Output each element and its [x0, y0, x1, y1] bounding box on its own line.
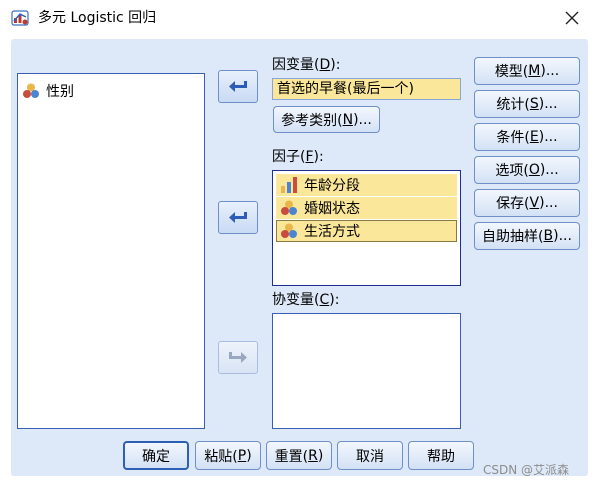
statistics-button[interactable]: 统计(S)... [474, 90, 580, 118]
list-item[interactable]: 婚姻状态 [276, 197, 457, 219]
list-item-label: 性别 [46, 84, 74, 100]
reset-button[interactable]: 重置(R) [266, 441, 332, 470]
window-title: 多元 Logistic 回归 [38, 10, 157, 26]
criteria-button[interactable]: 条件(E)... [474, 123, 580, 151]
paste-button[interactable]: 粘贴(P) [195, 441, 261, 470]
covariate-label: 协变量(C): [272, 292, 340, 308]
watermark: CSDN @艾派森 [483, 463, 570, 477]
cancel-button[interactable]: 取消 [337, 441, 403, 470]
ok-button[interactable]: 确定 [123, 441, 189, 470]
options-button[interactable]: 选项(O)... [474, 156, 580, 184]
nominal-variable-icon [23, 83, 39, 98]
dependent-label: 因变量(D): [272, 57, 341, 73]
title-bar: 多元 Logistic 回归 [0, 0, 599, 36]
list-item-label: 生活方式 [304, 224, 360, 240]
model-button[interactable]: 模型(M)... [474, 57, 580, 85]
help-button[interactable]: 帮助 [408, 441, 474, 470]
reference-category-button[interactable]: 参考类别(N)... [273, 106, 380, 133]
factor-list[interactable]: 年龄分段 婚姻状态 生活方式 [272, 170, 461, 286]
list-item[interactable]: 生活方式 [276, 220, 457, 242]
dependent-variable-field[interactable]: 首选的早餐(最后一个) [272, 78, 461, 100]
move-factor-button[interactable] [218, 201, 258, 234]
covariate-list[interactable] [272, 313, 461, 429]
list-item-label: 年龄分段 [304, 178, 360, 194]
nominal-variable-icon [281, 223, 297, 238]
factor-label: 因子(F): [272, 149, 324, 165]
arrow-left-icon [229, 211, 247, 223]
nominal-variable-icon [281, 200, 297, 215]
arrow-left-icon [229, 80, 247, 92]
dependent-value: 首选的早餐(最后一个) [277, 81, 414, 97]
move-covariate-button[interactable] [218, 341, 258, 374]
ordinal-variable-icon [281, 177, 297, 193]
close-button[interactable] [556, 5, 588, 31]
list-item-label: 婚姻状态 [304, 201, 360, 217]
list-item[interactable]: 年龄分段 [276, 174, 457, 196]
arrow-right-icon [229, 351, 247, 363]
bootstrap-button[interactable]: 自助抽样(B)... [474, 222, 580, 250]
save-button[interactable]: 保存(V)... [474, 189, 580, 217]
source-variable-list[interactable]: 性别 [17, 73, 205, 429]
regression-app-icon [11, 10, 29, 26]
close-icon [565, 11, 579, 25]
list-item[interactable]: 性别 [22, 80, 74, 102]
move-dependent-button[interactable] [218, 70, 258, 103]
